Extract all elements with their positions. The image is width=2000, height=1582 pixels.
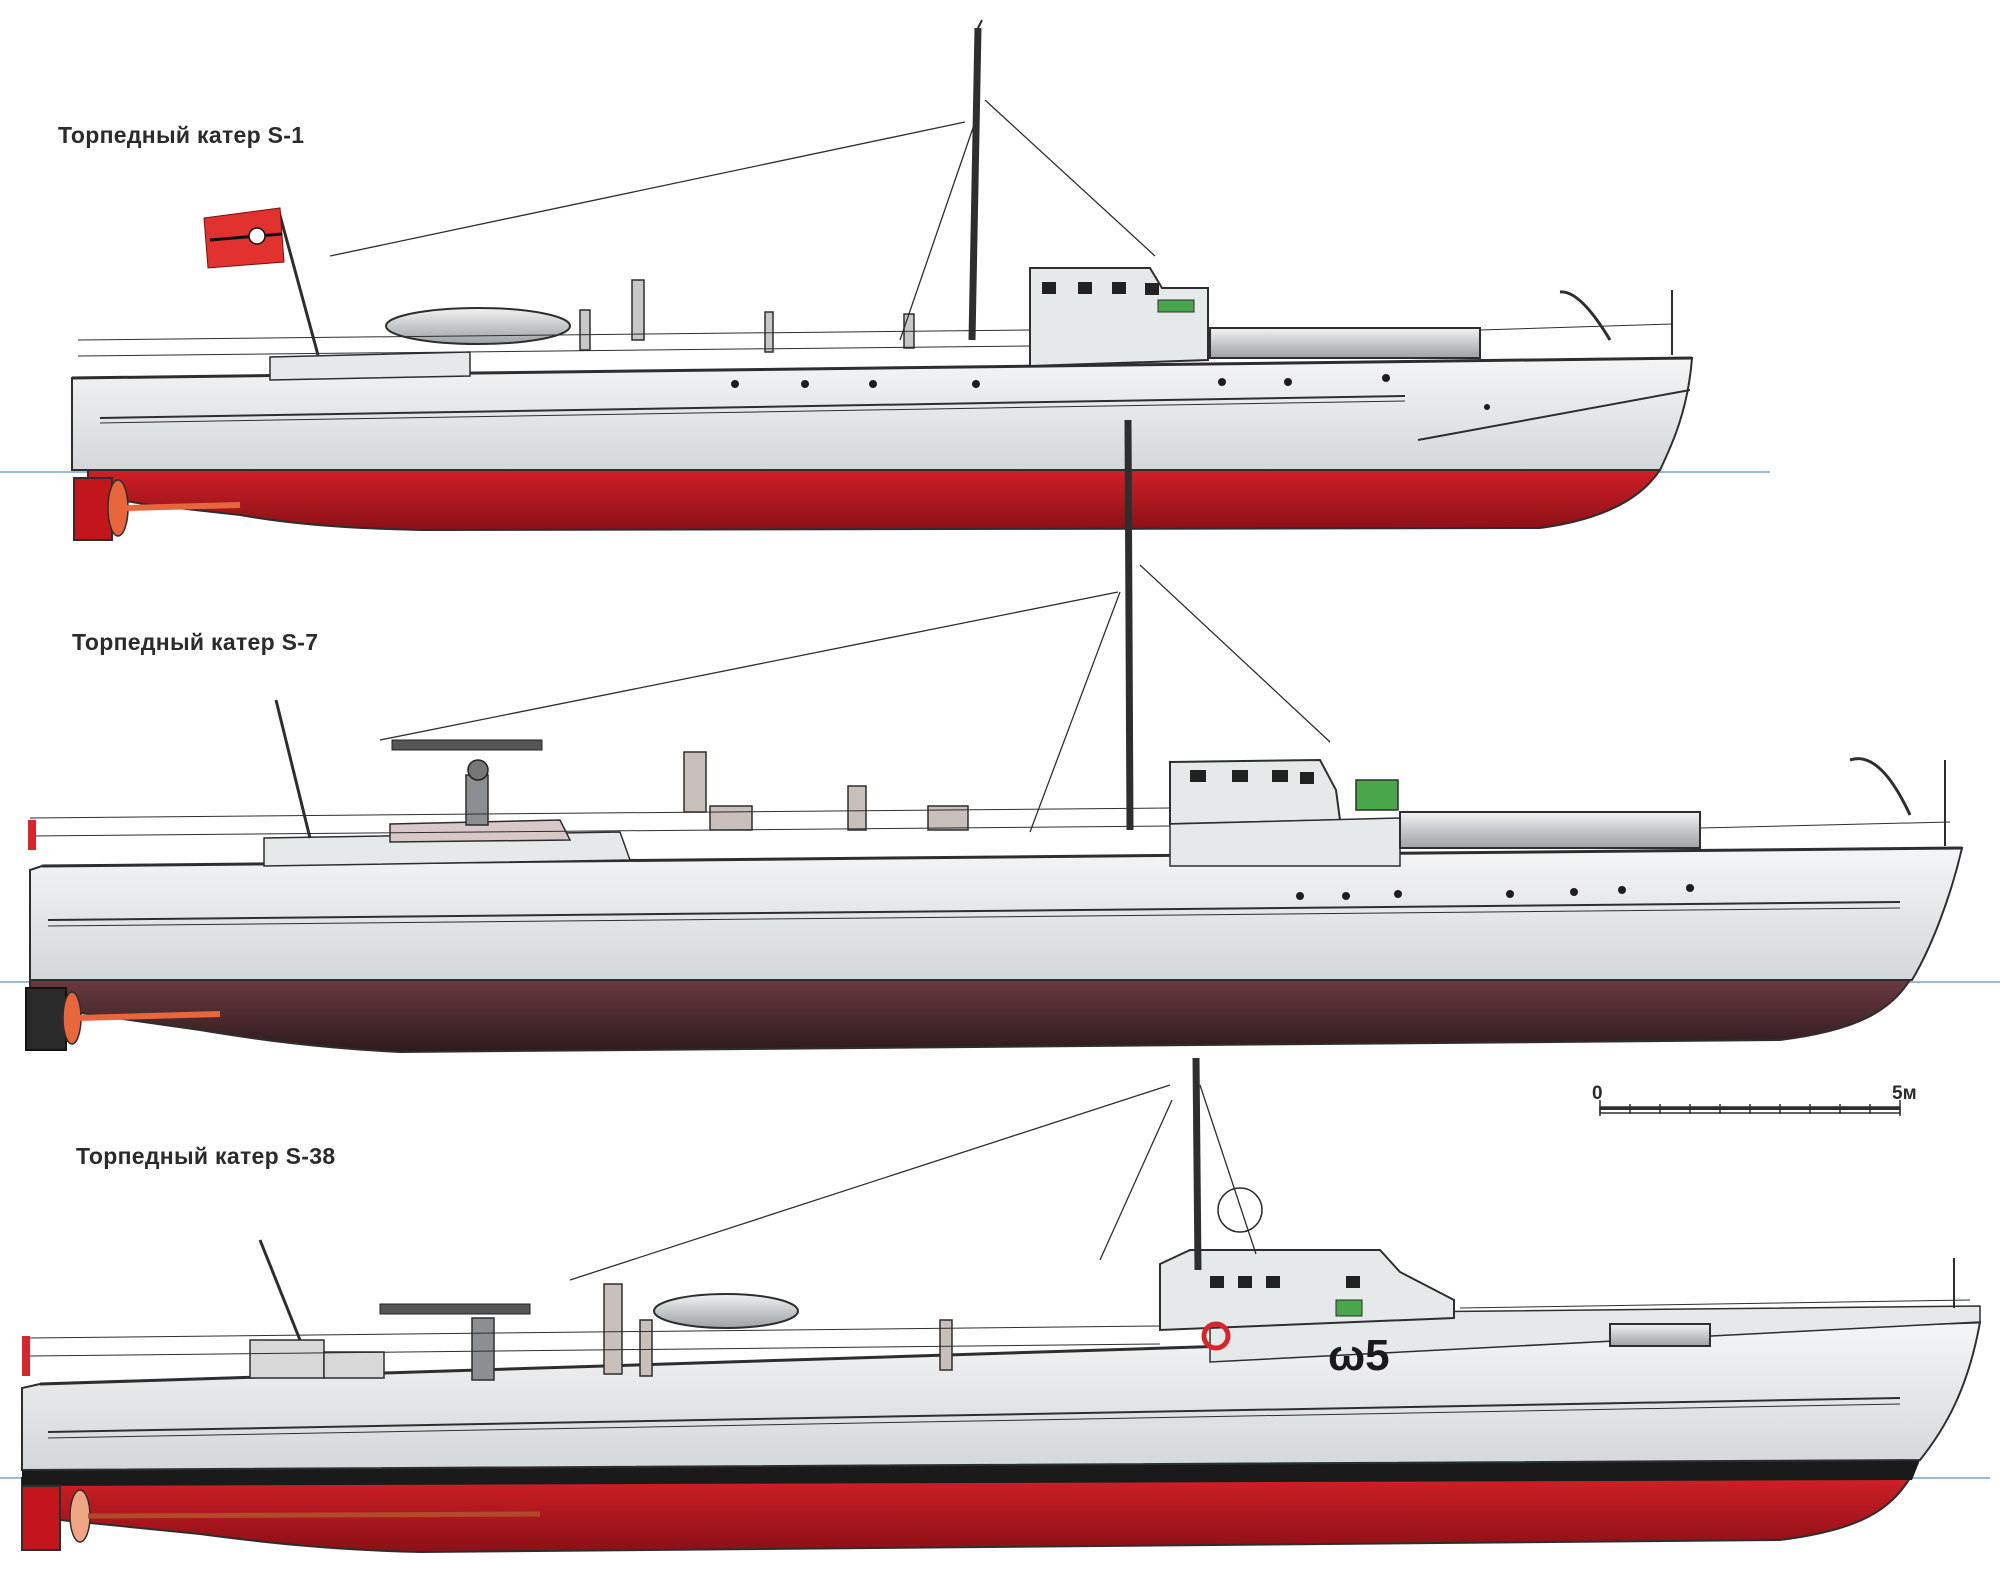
- boat3-machine-gun: [379, 1303, 531, 1315]
- scale-bar: [1599, 1100, 1901, 1116]
- boat2-rudder: [25, 987, 67, 1051]
- scale-start-label: 0: [1592, 1083, 1603, 1104]
- boat1-rigging: [329, 99, 1156, 341]
- boat3-dinghy: [653, 1293, 799, 1329]
- boat2-bridge: [1169, 758, 1342, 826]
- boat3-life-ring: [1201, 1321, 1231, 1351]
- boat3-drawing: ω5: [0, 1057, 1990, 1554]
- boat1-rudder: [73, 477, 113, 541]
- boat2-portholes: [1296, 884, 1694, 900]
- boat2-mast: [1124, 419, 1134, 831]
- boat3-gun-mount: [471, 1317, 495, 1381]
- boat3-propeller: [69, 1489, 91, 1543]
- boat3-railing: [27, 1299, 1971, 1357]
- boat3-torpedo-tube: [1609, 1323, 1711, 1347]
- boat1-underwater-hull: [87, 469, 1662, 532]
- boat2-caption: Торпедный катер S-7: [72, 629, 319, 655]
- boat1-bridge: [1029, 267, 1209, 368]
- boat1-mast: [968, 27, 982, 341]
- scale-end-label: 5м: [1892, 1083, 1917, 1104]
- boat2-rigging: [379, 564, 1331, 833]
- boat2-drawing: [0, 419, 2000, 1054]
- boat1-caption: Торпедный катер S-1: [58, 122, 305, 148]
- boat3-mast: [1192, 1057, 1202, 1271]
- boat3-rigging: [569, 1084, 1257, 1281]
- boat1-dinghy: [385, 307, 571, 345]
- boat2-hull: [29, 846, 1964, 981]
- boat1-railing: [77, 323, 1673, 357]
- boat1-torpedo-tube: [1209, 327, 1481, 359]
- boat2-machine-gun: [391, 739, 543, 751]
- boat3-rudder: [21, 1485, 61, 1551]
- boat1-hull: [71, 356, 1694, 471]
- boat3-bow-marking: ω5: [1328, 1331, 1390, 1380]
- boat2-railing: [29, 807, 1951, 837]
- boat2-torpedo-tube: [1399, 811, 1701, 849]
- boat1-drawing: [0, 19, 1770, 541]
- boat3-underwater-hull: [21, 1477, 1912, 1554]
- boat2-underwater-hull: [29, 979, 1912, 1054]
- boat3-bridge: [1159, 1249, 1455, 1332]
- boat3-caption: Торпедный катер S-38: [76, 1143, 336, 1169]
- boat2-gun-mount: [465, 774, 489, 826]
- boat3-hull: [21, 1320, 1982, 1472]
